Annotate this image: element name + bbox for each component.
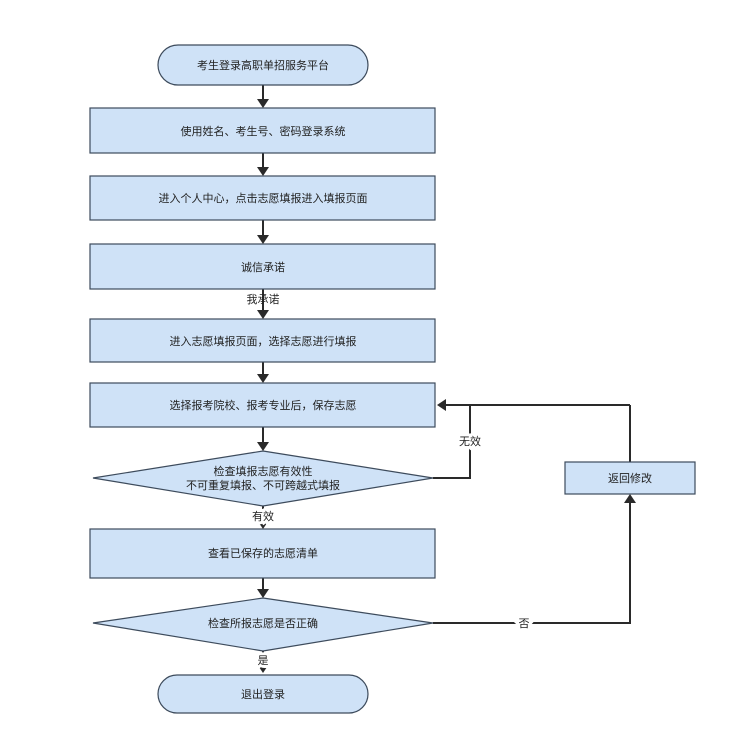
arrowhead-correct [257, 589, 269, 598]
arrowhead-login [257, 99, 269, 108]
view-step-label: 查看已保存的志愿清单 [208, 546, 318, 560]
arrowhead-return [624, 494, 636, 503]
center-step: 进入个人中心，点击志愿填报进入填报页面 [89, 175, 436, 221]
arrowhead-fillpage [257, 310, 269, 319]
end-node-label: 退出登录 [241, 687, 285, 701]
arrow-no-to-return [433, 502, 631, 624]
arrowhead-invalid [437, 399, 446, 411]
select-step: 选择报考院校、报考专业后，保存志愿 [89, 382, 436, 428]
correct-decision-label: 检查所报志愿是否正确 [208, 616, 318, 630]
arrowhead-end [257, 664, 269, 673]
integrity-step: 诚信承诺 [89, 243, 436, 290]
yes-label: 是 [258, 654, 269, 667]
validity-decision: 检查填报志愿有效性 不可重复填报、不可跨越式填报 [92, 450, 434, 507]
select-step-label: 选择报考院校、报考专业后，保存志愿 [170, 398, 357, 412]
return-step: 返回修改 [564, 461, 696, 495]
arrowhead-validity [257, 442, 269, 451]
correct-decision: 检查所报志愿是否正确 [92, 597, 434, 652]
fill-page-step-label: 进入志愿填报页面，选择志愿进行填报 [170, 334, 357, 348]
start-node: 考生登录高职单招服务平台 [157, 44, 369, 86]
promise-label: 我承诺 [247, 293, 280, 306]
arrowhead-select [257, 374, 269, 383]
end-node: 退出登录 [157, 674, 369, 714]
connectors [257, 85, 636, 673]
arrowhead-integrity [257, 235, 269, 244]
return-step-label: 返回修改 [608, 471, 652, 485]
view-step: 查看已保存的志愿清单 [89, 528, 436, 579]
validity-decision-line2: 不可重复填报、不可跨越式填报 [186, 478, 340, 492]
validity-decision-line1: 检查填报志愿有效性 [214, 464, 313, 478]
valid-label: 有效 [252, 509, 274, 523]
center-step-label: 进入个人中心，点击志愿填报进入填报页面 [159, 191, 368, 205]
integrity-step-label: 诚信承诺 [241, 261, 285, 274]
login-step-label: 使用姓名、考生号、密码登录系统 [181, 124, 346, 138]
arrowhead-view [257, 520, 269, 529]
invalid-label: 无效 [459, 434, 481, 448]
start-node-label: 考生登录高职单招服务平台 [197, 58, 329, 72]
fill-page-step: 进入志愿填报页面，选择志愿进行填报 [89, 318, 436, 363]
arrow-invalid-loop [433, 404, 471, 479]
no-label: 否 [519, 617, 530, 630]
login-step: 使用姓名、考生号、密码登录系统 [89, 107, 436, 154]
arrowhead-center [257, 167, 269, 176]
